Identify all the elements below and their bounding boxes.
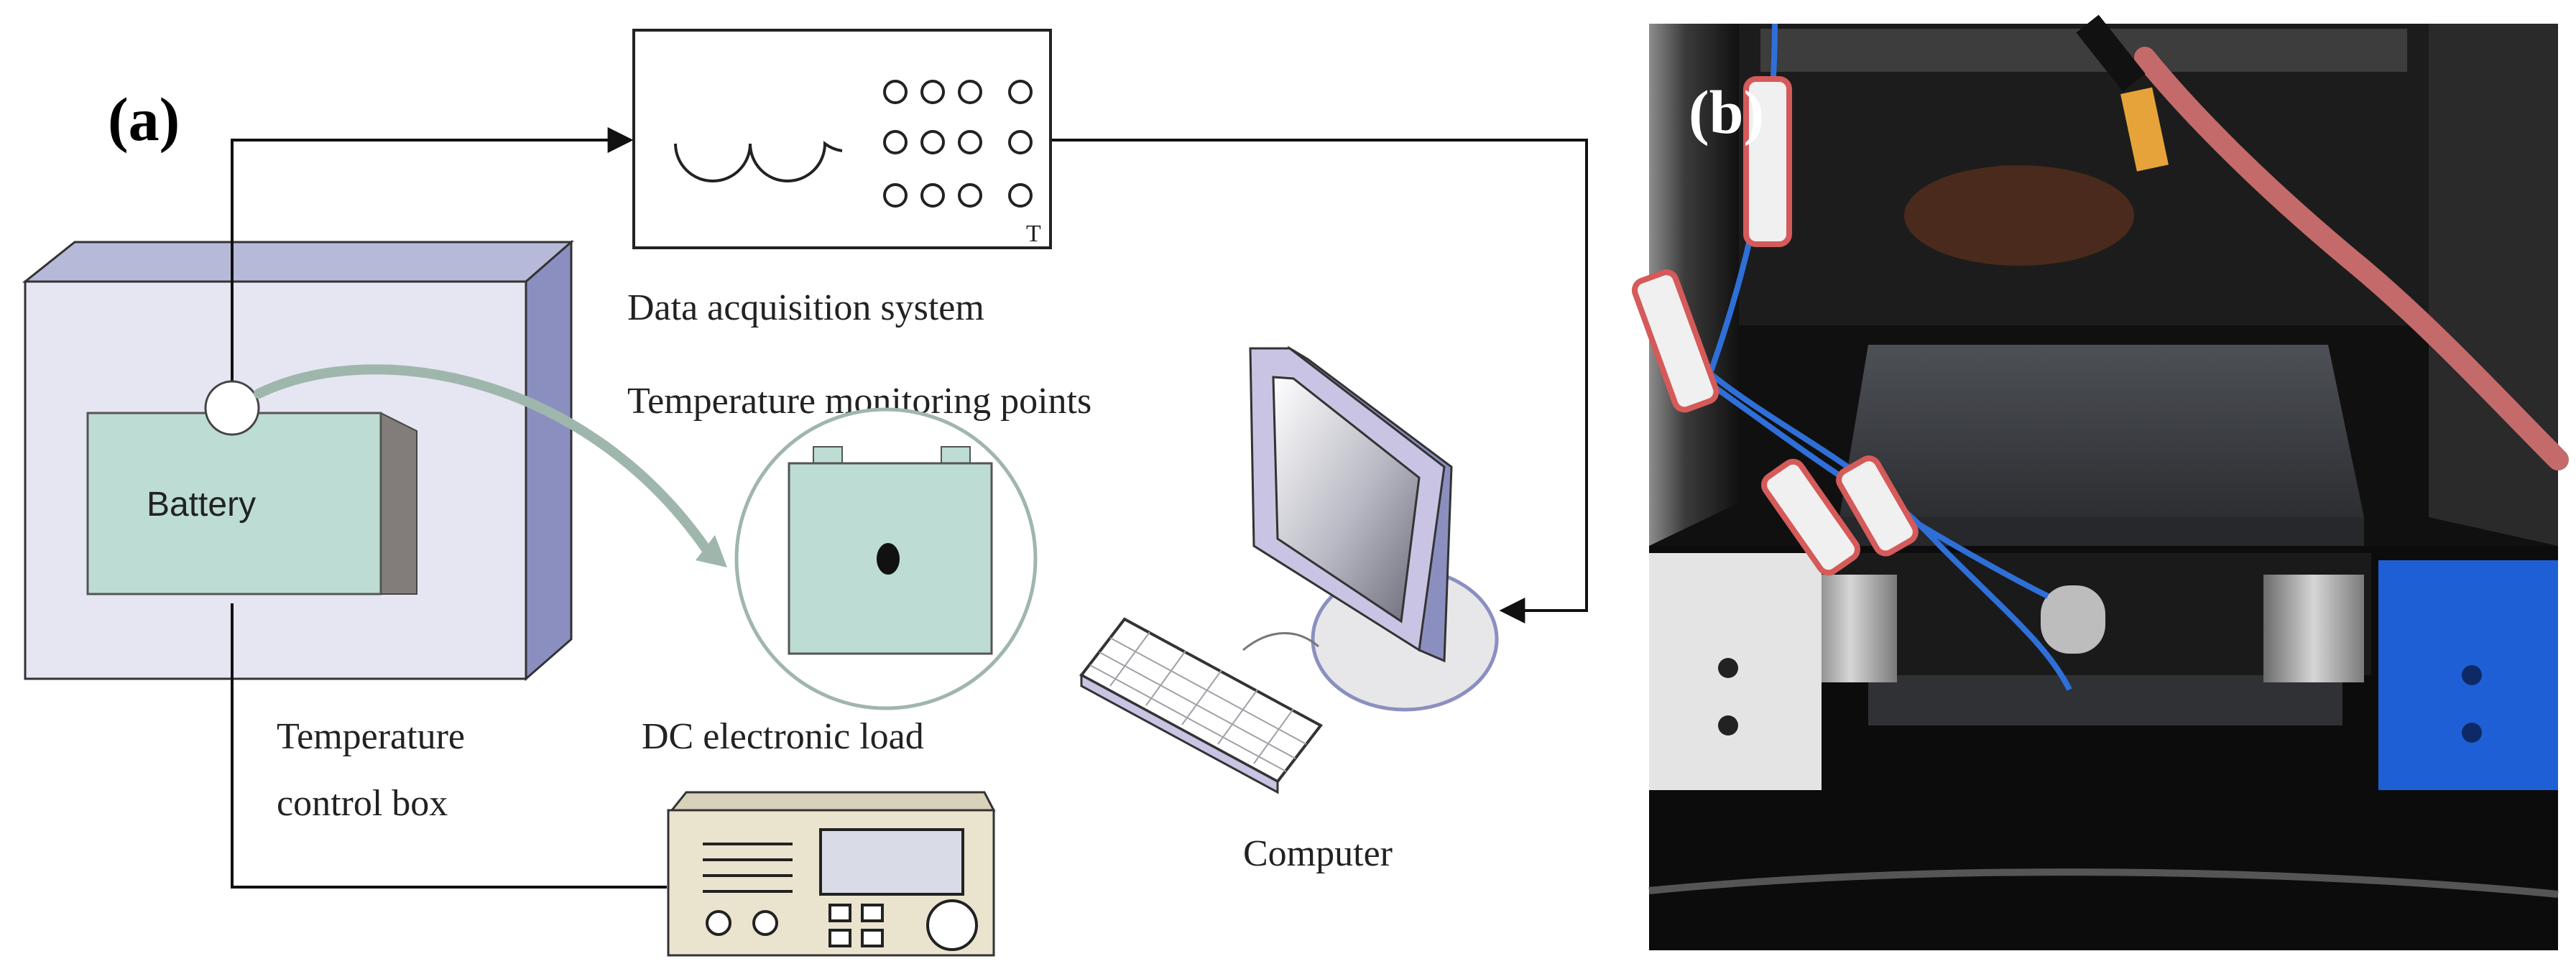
panel-b-label: (b) <box>1689 78 1764 147</box>
daq-terminal <box>1008 183 1033 208</box>
daq-terminal <box>958 183 982 208</box>
daq-housing <box>632 29 1052 249</box>
load-key <box>861 904 884 922</box>
white-clamp-hole <box>1718 658 1738 678</box>
blue-clamp-hole <box>2462 665 2482 685</box>
panel-b-photo: (b) <box>1631 14 2569 950</box>
daq-terminal <box>883 80 908 104</box>
load-main-knob <box>926 899 978 951</box>
control-box-label-line2: control box <box>277 783 448 824</box>
chamber-left-wall <box>1649 24 1739 546</box>
monitoring-point-zoom <box>734 407 1038 710</box>
dc-electronic-load <box>667 791 996 957</box>
daq-terminal <box>1008 80 1033 104</box>
dc-load-label: DC electronic load <box>642 716 924 757</box>
daq-terminal <box>958 130 982 154</box>
load-top-face <box>669 791 996 812</box>
control-box-label-line1: Temperature <box>277 716 465 757</box>
daq-terminal <box>883 130 908 154</box>
red-sensor-tag <box>1743 76 1792 247</box>
daq-terminal <box>920 80 945 104</box>
zoom-battery-terminal-right <box>941 446 971 465</box>
load-key <box>828 904 851 922</box>
zoom-monitoring-point-dot <box>877 543 900 575</box>
control-box-top-face <box>22 241 574 283</box>
chamber-right-wall <box>2429 24 2558 546</box>
red-sensor-tag <box>1761 458 1860 576</box>
foam-pad-top <box>1839 345 2364 517</box>
wire-battery-to-daq <box>231 127 634 388</box>
keyboard-keys <box>1089 631 1307 772</box>
load-key <box>828 929 851 947</box>
red-sensor-wire <box>2134 47 2569 470</box>
load-knob-small-right <box>752 910 778 936</box>
daq-terminal <box>883 183 908 208</box>
computer <box>1079 345 1499 794</box>
control-box-side-face <box>525 239 573 682</box>
connection-lines <box>231 127 1588 889</box>
battery-side-face <box>380 412 417 595</box>
red-sensor-tag <box>1631 269 1719 413</box>
red-sensor-tag <box>1836 455 1919 557</box>
foam-pad-bottom <box>1868 668 2342 725</box>
blue-clamp-hole <box>2462 723 2482 743</box>
daq-terminal-grid <box>883 80 1033 208</box>
data-acquisition-label: Data acquisition system <box>627 287 984 328</box>
foam-pad-top-edge <box>1839 517 2364 546</box>
computer-label: Computer <box>1243 833 1393 874</box>
panel-a: (a) Battery <box>22 29 1588 957</box>
keyboard <box>1079 617 1324 794</box>
load-knob-small-left <box>706 910 731 936</box>
daq-terminal <box>958 80 982 104</box>
battery: Battery <box>86 412 417 595</box>
daq-terminal <box>1008 130 1033 154</box>
white-clamp-hole <box>1718 715 1738 736</box>
brown-object <box>1904 165 2134 266</box>
monitoring-point-callout-arrowhead <box>696 535 727 567</box>
load-display <box>819 828 964 896</box>
data-acquisition-system: T <box>632 29 1052 249</box>
cell-center-terminal <box>2041 585 2105 654</box>
panel-a-label: (a) <box>108 85 180 154</box>
monitoring-point-marker <box>204 380 260 436</box>
cell-tab-right <box>2263 575 2364 682</box>
wire-battery-to-load <box>231 603 667 889</box>
battery-label: Battery <box>147 486 256 524</box>
black-cable <box>2076 14 2146 92</box>
load-vent-lines <box>703 843 793 893</box>
daq-terminal <box>920 183 945 208</box>
wire-daq-to-computer <box>1051 139 1588 623</box>
daq-terminal <box>920 130 945 154</box>
monitor-screen <box>1272 376 1421 623</box>
yellow-wire-tape <box>2120 87 2169 172</box>
zoom-battery-terminal-left <box>813 446 843 465</box>
monitoring-point-callout-arrow <box>254 364 716 562</box>
daq-wave-symbol <box>674 140 843 182</box>
load-key <box>861 929 884 947</box>
keyboard-cable <box>1242 632 1319 651</box>
keyboard-front-edge <box>1080 673 1279 794</box>
daq-terminal-label: T <box>1026 221 1041 247</box>
floor-edge-highlight <box>1648 868 2559 898</box>
